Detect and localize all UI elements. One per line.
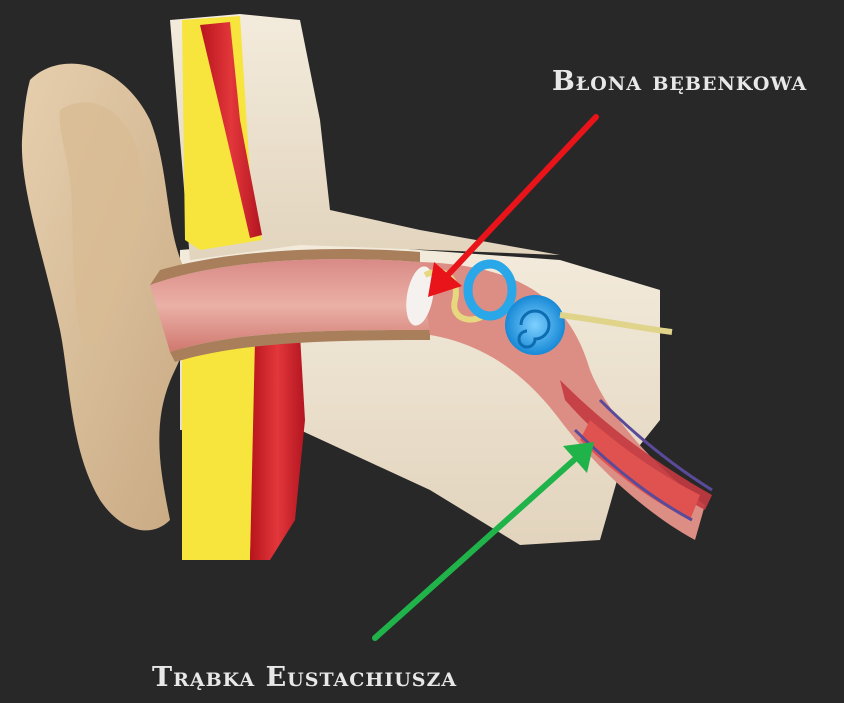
cochlea (505, 295, 565, 355)
eardrum-label: Błona bębenkowa (552, 66, 807, 97)
eustachian-tube-label: Trąbka Eustachiusza (152, 662, 457, 693)
lower-fat (182, 340, 260, 560)
lower-muscle (250, 335, 305, 560)
